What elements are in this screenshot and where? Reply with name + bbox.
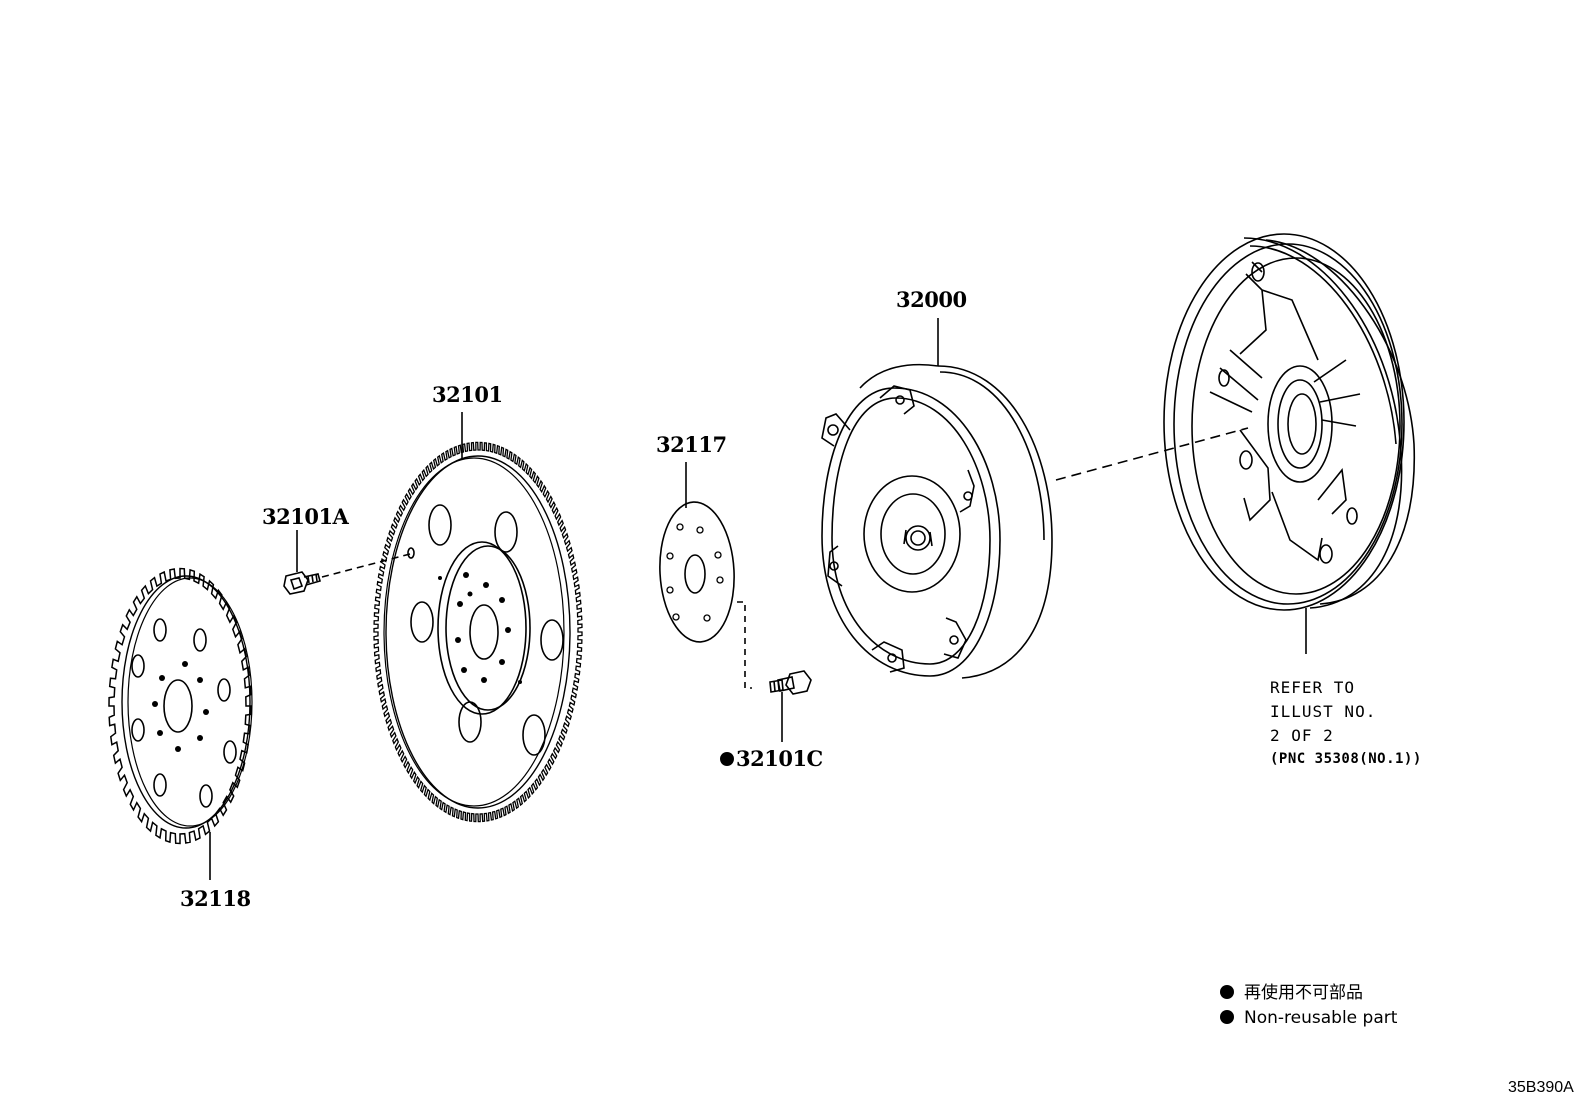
label-32101A: 32101A — [262, 504, 350, 529]
spacer-32117 — [659, 462, 752, 689]
legend-bullet-icon — [1220, 985, 1234, 999]
oil-pump-housing — [1163, 233, 1416, 654]
label-32117: 32117 — [656, 432, 727, 457]
bolt-32101C — [769, 670, 812, 742]
label-32000: 32000 — [896, 287, 967, 312]
legend-jp: 再使用不可部品 — [1244, 982, 1363, 1003]
legend-bullet-icon — [1220, 1010, 1234, 1024]
bolt-32101A — [283, 530, 411, 595]
drive-plate-32101 — [373, 412, 583, 823]
refer-note-line4: (PNC 35308(NO.1)) — [1270, 751, 1422, 767]
label-32101C: 32101C — [736, 746, 823, 771]
diagram-code: 35B390A — [1508, 1079, 1574, 1096]
non-reusable-bullet-icon — [720, 752, 734, 766]
label-32101: 32101 — [432, 382, 503, 407]
sensor-plate-32118 — [108, 567, 253, 880]
label-32118: 32118 — [180, 886, 251, 911]
refer-note-line2: ILLUST NO. — [1270, 702, 1376, 721]
torque-converter-32000 — [821, 318, 1249, 679]
legend-en: Non-reusable part — [1244, 1008, 1398, 1028]
refer-note-line1: REFER TO — [1270, 678, 1355, 697]
refer-note-line3: 2 OF 2 — [1270, 726, 1334, 745]
